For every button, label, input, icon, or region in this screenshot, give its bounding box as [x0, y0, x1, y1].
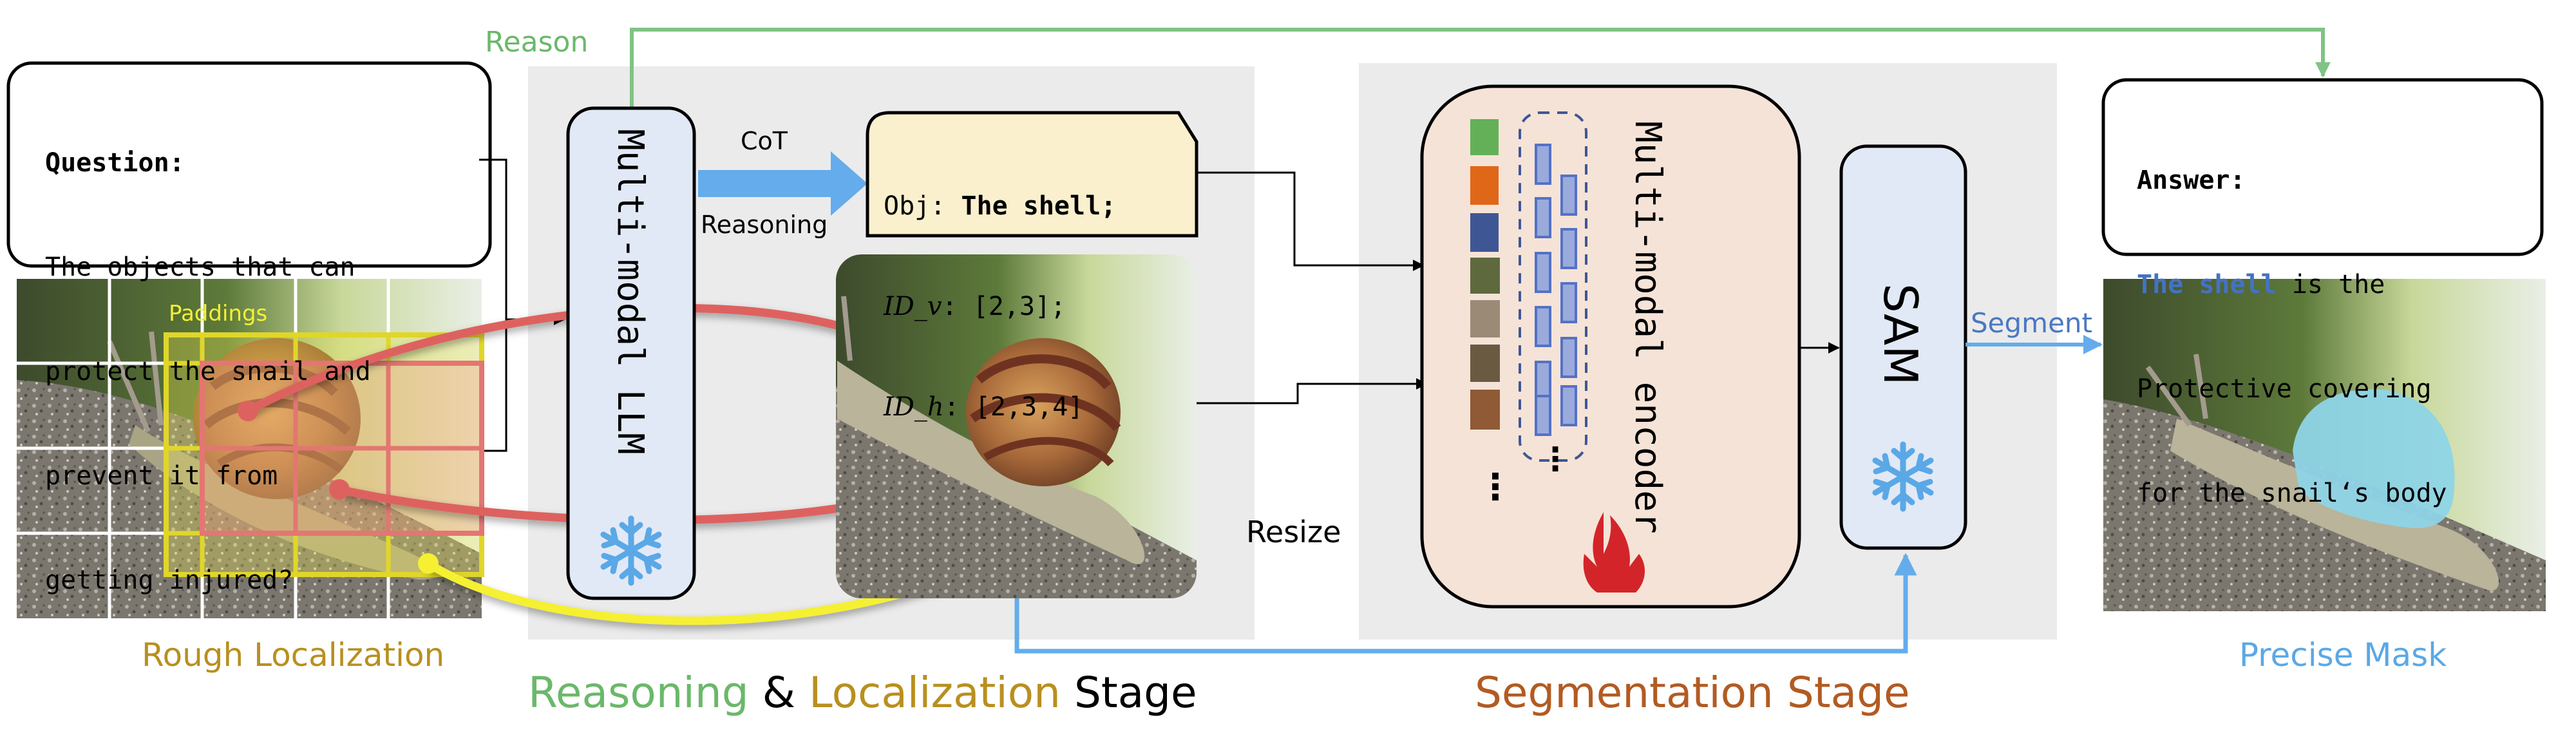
stage1-title: Reasoning & Localization Stage: [528, 668, 1197, 717]
llm-box: [566, 106, 696, 600]
question-line-3: prevent it from: [45, 461, 278, 491]
reason-connector: [630, 28, 2331, 108]
yellow-point: [418, 553, 439, 574]
encoder-layers: [1535, 144, 1577, 436]
text-token-blue: [1470, 213, 1499, 252]
answer-highlight: The shell: [2137, 270, 2277, 299]
sam-snowflake-icon: [1872, 441, 1934, 512]
answer-line-3: for the snail‘s body: [2137, 479, 2447, 508]
llm-label: Multi-modal LLM: [609, 129, 651, 455]
obj-to-encoder-connector: [1197, 171, 1425, 271]
idv-line: ID_v: [2,3];: [884, 290, 1116, 323]
image-token-ellipsis: ⋮: [1477, 466, 1513, 508]
image-token-3: [1470, 345, 1500, 382]
cot-reasoning-label: Reasoning: [701, 211, 828, 239]
idv-key: ID_v: [884, 292, 942, 321]
paddings-label: Paddings: [169, 301, 267, 327]
precise-mask-label: Precise Mask: [2239, 636, 2447, 674]
reason-label: Reason: [485, 26, 588, 59]
stage2-title: Segmentation Stage: [1475, 668, 1910, 717]
question-title: Question:: [45, 148, 185, 178]
resize-connector: [1197, 378, 1428, 404]
answer-line-1: The shell is the: [2137, 267, 2447, 302]
text-token-orange: [1470, 166, 1499, 205]
encoder-label: Multi-modal encoder: [1627, 121, 1669, 534]
resize-label: Resize: [1246, 515, 1341, 549]
answer-text: Answer: The shell is the Protective cove…: [2137, 93, 2447, 546]
question-text: Question: The objects that can protect t…: [45, 76, 371, 632]
image-token-4: [1470, 390, 1500, 430]
obj-text: Obj: The shell; ID_v: [2,3]; ID_h: [2,3,…: [884, 122, 1116, 457]
rough-localization-label: Rough Localization: [142, 636, 444, 674]
sam-box: [1839, 144, 1967, 550]
answer-box: [2101, 78, 2544, 256]
idh-value: : [2,3,4]: [943, 392, 1084, 422]
idh-line: ID_h: [2,3,4]: [884, 390, 1116, 424]
stage1-localization: Localization: [809, 668, 1061, 717]
shell-mask: [2293, 389, 2455, 528]
answer-line-1-rest: is the: [2276, 270, 2385, 299]
stage1-amp: &: [749, 668, 809, 717]
text-token-green: [1470, 119, 1499, 155]
sam-label: SAM: [1873, 283, 1927, 385]
snowflake-icon: [600, 515, 662, 586]
image-token-2: [1470, 300, 1500, 337]
red-point-upper: [238, 401, 258, 421]
stage1-stage: Stage: [1061, 668, 1197, 717]
obj-box: [866, 111, 1198, 238]
resized-snail-image: [836, 254, 1197, 598]
answer-line-2: Protective covering: [2137, 374, 2432, 404]
question-box: [6, 61, 492, 268]
question-line-4: getting injured?: [45, 565, 294, 595]
red-point-lower: [329, 479, 350, 500]
encoder-box: [1420, 84, 1801, 609]
question-line-2: protect the snail and: [45, 357, 371, 386]
stage1-reasoning: Reasoning: [528, 668, 749, 717]
idh-key: ID_h: [884, 392, 944, 422]
obj-key: Obj:: [884, 191, 946, 221]
cot-label: CoT: [741, 127, 788, 155]
image-to-sam-connector: [1014, 553, 1917, 654]
question-to-llm-connector: [479, 158, 507, 452]
question-line-1: The objects that can: [45, 252, 355, 282]
idv-value: : [2,3];: [942, 292, 1066, 321]
segment-label: Segment: [1971, 307, 2092, 339]
precise-mask-image: [2103, 279, 2546, 611]
obj-value: The shell;: [961, 191, 1117, 221]
image-token-1: [1470, 258, 1500, 294]
encoder-layer-ellipsis: ⋮: [1539, 441, 1571, 478]
answer-title: Answer:: [2137, 166, 2246, 195]
obj-line: Obj: The shell;: [884, 189, 1116, 223]
cot-arrow: [698, 151, 867, 216]
fire-icon: [1583, 512, 1645, 593]
